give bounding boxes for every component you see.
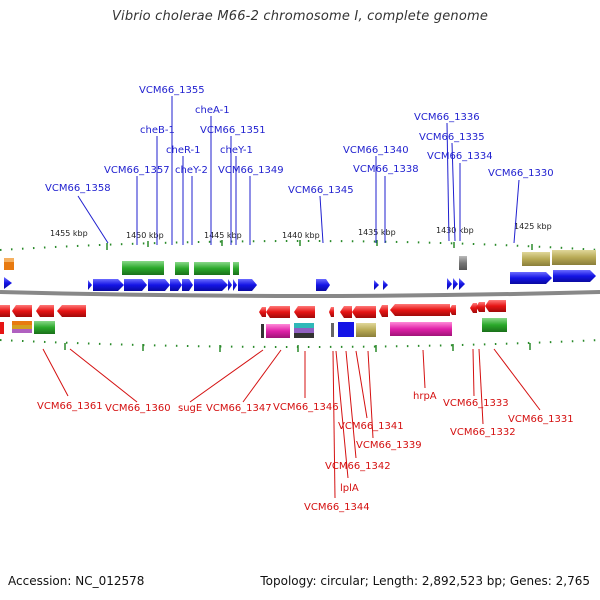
gene-label-top[interactable]: VCM66_1338 bbox=[353, 164, 419, 175]
gene-label-top[interactable]: VCM66_1330 bbox=[488, 168, 554, 179]
accession-text: Accession: NC_012578 bbox=[8, 574, 145, 588]
gene-label-top[interactable]: VCM66_1334 bbox=[427, 151, 493, 162]
gene-label-top[interactable]: cheY-1 bbox=[220, 145, 253, 156]
scale-label: 1425 kbp bbox=[514, 222, 552, 231]
gene-label-bottom[interactable]: sugE bbox=[178, 403, 202, 414]
gene-label-bottom[interactable]: VCM66_1333 bbox=[443, 398, 509, 409]
scale-label: 1455 kbp bbox=[50, 229, 88, 238]
tick-track-bottom bbox=[0, 339, 600, 348]
gene-label-top[interactable]: VCM66_1345 bbox=[288, 185, 354, 196]
feature-row-upper bbox=[4, 250, 596, 275]
map-title: Vibrio cholerae M66-2 chromosome I, comp… bbox=[111, 9, 489, 24]
gene-label-top[interactable]: VCM66_1355 bbox=[139, 85, 205, 96]
gene-label-top[interactable]: VCM66_1335 bbox=[419, 132, 485, 143]
scale-major-ticks-bottom bbox=[64, 343, 531, 352]
scale-label: 1435 kbp bbox=[358, 228, 396, 237]
gene-label-top[interactable]: VCM66_1357 bbox=[104, 165, 170, 176]
scale-label: 1450 kbp bbox=[126, 231, 164, 240]
gene-label-top[interactable]: cheB-1 bbox=[140, 125, 175, 136]
gene-label-top[interactable]: VCM66_1349 bbox=[218, 165, 284, 176]
gene-label-bottom[interactable]: VCM66_1341 bbox=[338, 421, 404, 432]
genome-info-text: Topology: circular; Length: 2,892,523 bp… bbox=[260, 574, 590, 588]
gene-label-bottom[interactable]: VCM66_1360 bbox=[105, 403, 171, 414]
gene-label-bottom[interactable]: VCM66_1361 bbox=[37, 401, 103, 412]
gene-label-bottom[interactable]: VCM66_1342 bbox=[325, 461, 391, 472]
gene-label-bottom[interactable]: VCM66_1331 bbox=[508, 414, 574, 425]
gene-label-bottom[interactable]: VCM66_1339 bbox=[356, 440, 422, 451]
reverse-cds-row bbox=[0, 300, 506, 318]
forward-cds-row bbox=[4, 270, 596, 291]
gene-label-top[interactable]: cheY-2 bbox=[175, 165, 208, 176]
gene-label-top[interactable]: VCM66_1336 bbox=[414, 112, 480, 123]
gene-label-top[interactable]: cheR-1 bbox=[166, 145, 201, 156]
genome-backbone bbox=[0, 290, 600, 298]
gene-label-top[interactable]: VCM66_1358 bbox=[45, 183, 111, 194]
gene-label-top[interactable]: cheA-1 bbox=[195, 105, 230, 116]
bottom-leader-lines bbox=[42, 348, 541, 499]
top-leader-lines bbox=[77, 96, 520, 245]
scale-label: 1440 kbp bbox=[282, 231, 320, 240]
gene-label-bottom[interactable]: hrpA bbox=[413, 391, 437, 402]
gene-label-bottom[interactable]: lplA bbox=[340, 483, 359, 494]
scale-major-ticks bbox=[106, 240, 533, 250]
gene-label-top[interactable]: VCM66_1340 bbox=[343, 145, 409, 156]
gene-label-bottom[interactable]: VCM66_1332 bbox=[450, 427, 516, 438]
feature-row-lower bbox=[0, 318, 507, 338]
gene-label-top[interactable]: VCM66_1351 bbox=[200, 125, 266, 136]
scale-label: 1445 kbp bbox=[204, 231, 242, 240]
gene-label-bottom[interactable]: VCM66_1344 bbox=[304, 502, 370, 513]
gene-label-bottom[interactable]: VCM66_1346 bbox=[273, 402, 339, 413]
gene-label-bottom[interactable]: VCM66_1347 bbox=[206, 403, 272, 414]
